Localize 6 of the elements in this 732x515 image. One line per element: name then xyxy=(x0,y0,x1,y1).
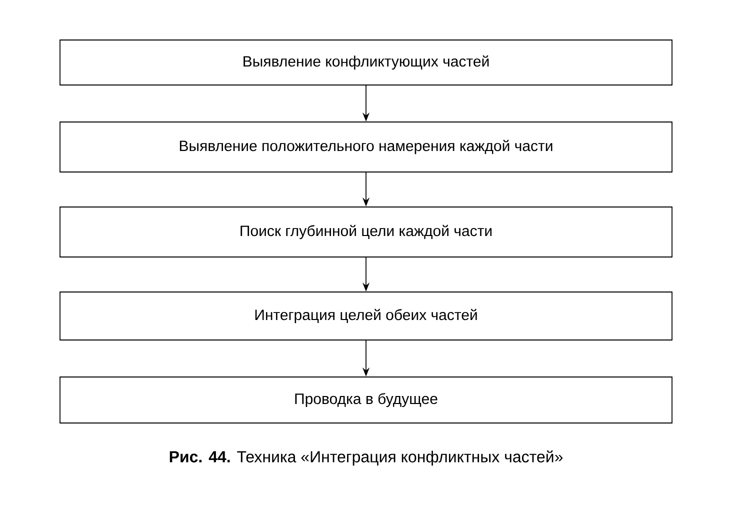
caption: Рис. 44. Техника «Интеграция конфликтных частей» xyxy=(170,450,563,466)
process-box: Поиск глубинной цели каждой части xyxy=(60,206,672,258)
process-box: Интеграция целей обеих частей xyxy=(60,292,672,340)
process-box: Выявление положительного намерения каждой части xyxy=(60,122,672,172)
process-box: Проводка в будущее xyxy=(60,376,672,424)
process-box: Выявление конфликтующих частей xyxy=(60,40,672,86)
